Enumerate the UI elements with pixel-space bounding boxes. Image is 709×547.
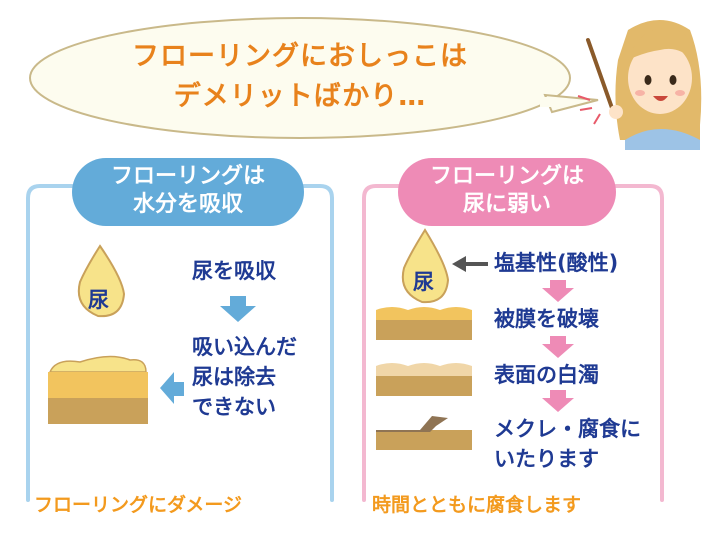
right-step-film: 被膜を破壊 [494,307,599,331]
down-arrow-icon [220,296,256,322]
header-title-line2: デメリットばかり… [173,81,427,112]
right-step-cloud: 表面の白濁 [494,363,599,387]
right-panel-title-line2: 尿に弱い [462,192,551,217]
arrow-to-drop-icon [452,256,488,272]
right-panel-frame [362,184,664,502]
left-step-line2: 尿は除去 [192,365,276,389]
urine-drop-icon [77,244,126,318]
left-drop-label: 尿 [88,288,109,312]
right-step-basic: 塩基性(酸性) [494,251,619,275]
right-panel-footer: 時間とともに腐食します [372,494,582,516]
left-step-line1: 吸い込んだ [192,335,297,359]
right-panel-title-line1: フローリングは [429,164,584,189]
left-panel-title-pill [72,158,304,226]
left-panel-frame [26,184,334,502]
teacher-illustration-icon [577,20,702,150]
wood-layer-peeling-icon [376,416,472,450]
left-panel-title-line2: 水分を吸収 [132,192,243,217]
left-panel-footer: フローリングにダメージ [34,494,243,516]
left-arrow-icon [160,372,184,404]
absorbing-wood-block-icon [48,355,148,424]
wood-layer-intact-icon [376,307,472,340]
left-panel-title-line1: フローリングは [110,164,265,189]
left-step-line3: できない [192,395,276,419]
right-step-peel: メクレ・腐食に [494,417,641,441]
right-step-result: いたります [494,447,599,471]
urine-drop-icon [401,228,450,304]
right-panel-title-pill [398,158,616,226]
pink-down-arrows [542,280,574,412]
left-step-absorb: 尿を吸収 [192,259,276,283]
speech-bubble [29,17,599,139]
wood-layer-clouded-icon [376,363,472,396]
header-title-line1: フローリングにおしっこは [132,41,468,72]
right-drop-label: 尿 [413,270,434,294]
